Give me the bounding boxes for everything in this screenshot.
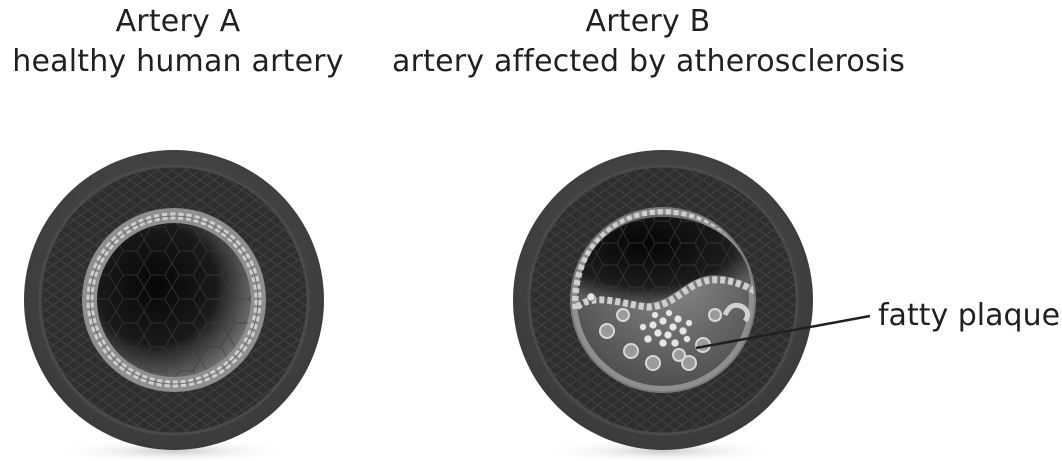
artery-a-caption: Artery A healthy human artery [0, 2, 356, 82]
artery-a-subtitle: healthy human artery [0, 42, 356, 82]
atherosclerosis-artery-illustration [493, 155, 843, 461]
healthy-artery-illustration [4, 155, 354, 461]
artery-b-subtitle: artery affected by atherosclerosis [392, 42, 904, 82]
fatty-plaque-label: fatty plaque [878, 296, 1060, 336]
artery-b-title: Artery B [392, 2, 904, 42]
artery-a-title: Artery A [0, 2, 356, 42]
artery-b-caption: Artery B artery affected by atherosclero… [392, 2, 904, 82]
